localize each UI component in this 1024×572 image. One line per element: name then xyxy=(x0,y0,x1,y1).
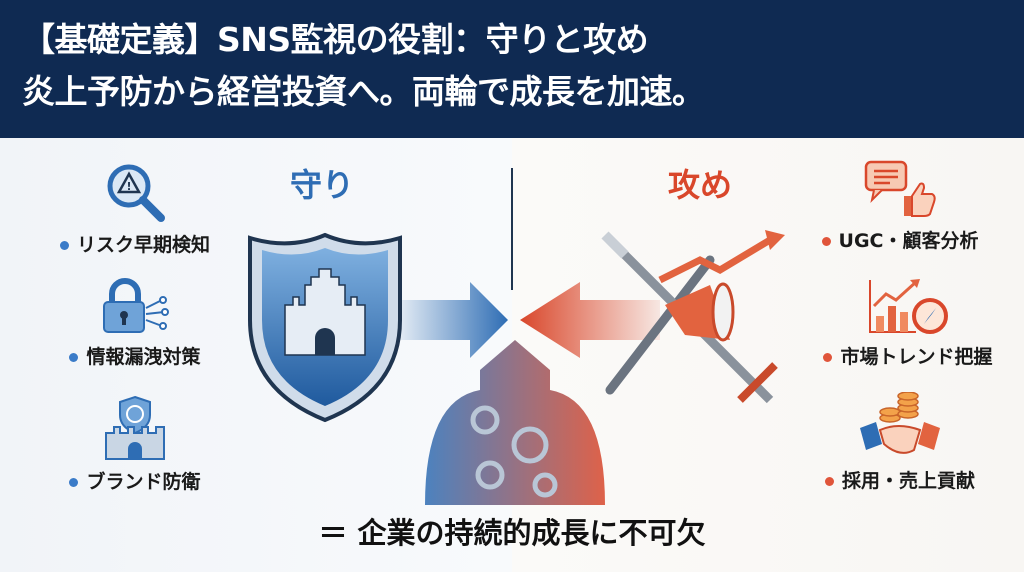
bullet-dot xyxy=(821,237,831,246)
bullet-dot xyxy=(823,353,833,362)
bullet-dot xyxy=(59,241,69,250)
sword-megaphone-icon xyxy=(601,230,785,404)
item-label: リスク早期検知 xyxy=(76,234,210,256)
center-illustration xyxy=(248,230,785,505)
bullet-dot xyxy=(69,353,79,362)
item-label: 採用・売上貢献 xyxy=(841,470,975,492)
title-line-2: 炎上予防から経営投資へ。両輪で成長を加速。 xyxy=(22,72,705,111)
fortress-shield-icon xyxy=(105,395,165,460)
item-label: UGC・顧客分析 xyxy=(838,230,979,252)
item-label: ブランド防衛 xyxy=(86,471,201,493)
item-label: 情報漏洩対策 xyxy=(86,346,201,368)
chart-compass-icon xyxy=(869,279,948,334)
offense-item-recruit: 採用・売上貢献 xyxy=(800,392,1000,493)
upward-growth-arrow xyxy=(425,340,605,505)
castle-shield-icon xyxy=(248,232,402,423)
offense-title: 攻め xyxy=(668,166,733,204)
defense-arrow xyxy=(400,282,508,358)
header-banner: 【基礎定義】SNS監視の役割：守りと攻め 炎上予防から経営投資へ。両輪で成長を加… xyxy=(0,0,1024,138)
defense-item-leak: 情報漏洩対策 xyxy=(35,278,235,369)
offense-item-ugc: UGC・顧客分析 xyxy=(800,160,1000,253)
offense-arrow xyxy=(520,282,660,358)
center-divider xyxy=(511,168,513,290)
gears-icon xyxy=(470,405,558,498)
defense-item-brand: ブランド防衛 xyxy=(35,395,235,494)
padlock-circuit-icon xyxy=(103,278,169,333)
offense-item-trend: 市場トレンド把握 xyxy=(808,276,1008,369)
defense-item-risk: ! リスク早期検知 xyxy=(35,160,235,257)
magnifier-warning-icon: ! xyxy=(107,164,165,222)
bullet-dot xyxy=(69,478,79,487)
item-label: 市場トレンド把握 xyxy=(840,346,993,368)
conclusion-text: ＝ 企業の持続的成長に不可欠 xyxy=(318,516,706,550)
defense-title: 守り xyxy=(290,166,355,204)
bullet-dot xyxy=(824,477,834,486)
svg-text:!: ! xyxy=(126,180,131,193)
handshake-coins-icon xyxy=(860,392,940,454)
title-line-1: 【基礎定義】SNS監視の役割：守りと攻め xyxy=(22,20,649,59)
chat-thumbs-up-icon xyxy=(864,160,936,217)
